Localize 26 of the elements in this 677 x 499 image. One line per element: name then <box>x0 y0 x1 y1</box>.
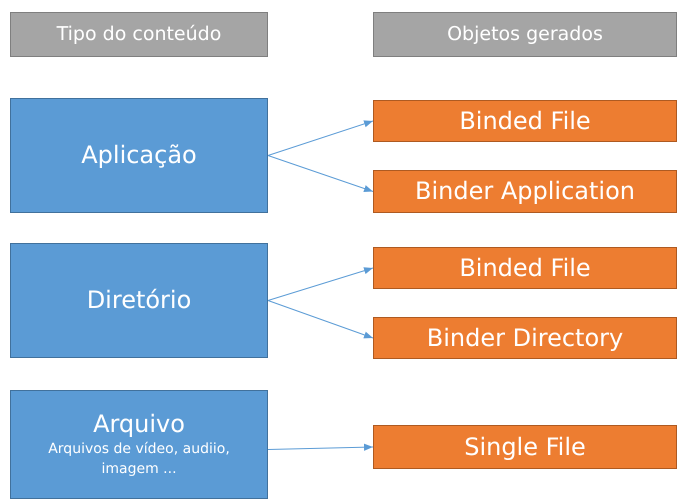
object-box <box>373 247 677 289</box>
box-title: Binder Application <box>415 177 635 206</box>
object-box <box>373 317 677 359</box>
object-box <box>373 425 677 469</box>
box-title: Objetos gerados <box>447 23 603 46</box>
object-box <box>373 100 677 142</box>
header-box <box>373 12 677 57</box>
box-title: Arquivo <box>93 410 185 439</box>
arrow <box>268 267 374 301</box>
object-box <box>373 170 677 213</box>
content-type-box <box>10 390 268 499</box>
arrow <box>268 444 374 451</box>
arrow <box>268 300 374 338</box>
box-title: Binded File <box>459 106 591 136</box>
arrow <box>268 120 374 156</box>
box-title: Single File <box>464 432 586 462</box>
box-title: Tipo do conteúdo <box>56 23 222 46</box>
box-subtitle: Arquivos de vídeo, audiio, imagem ... <box>47 440 231 479</box>
content-type-box <box>10 243 268 358</box>
content-type-box <box>10 98 268 213</box>
box-title: Diretório <box>86 286 192 315</box>
header-box <box>10 12 268 57</box>
box-title: Aplicação <box>81 141 197 170</box>
arrow <box>268 155 374 192</box>
box-title: Binder Directory <box>426 324 624 352</box>
box-title: Binded File <box>459 254 591 282</box>
